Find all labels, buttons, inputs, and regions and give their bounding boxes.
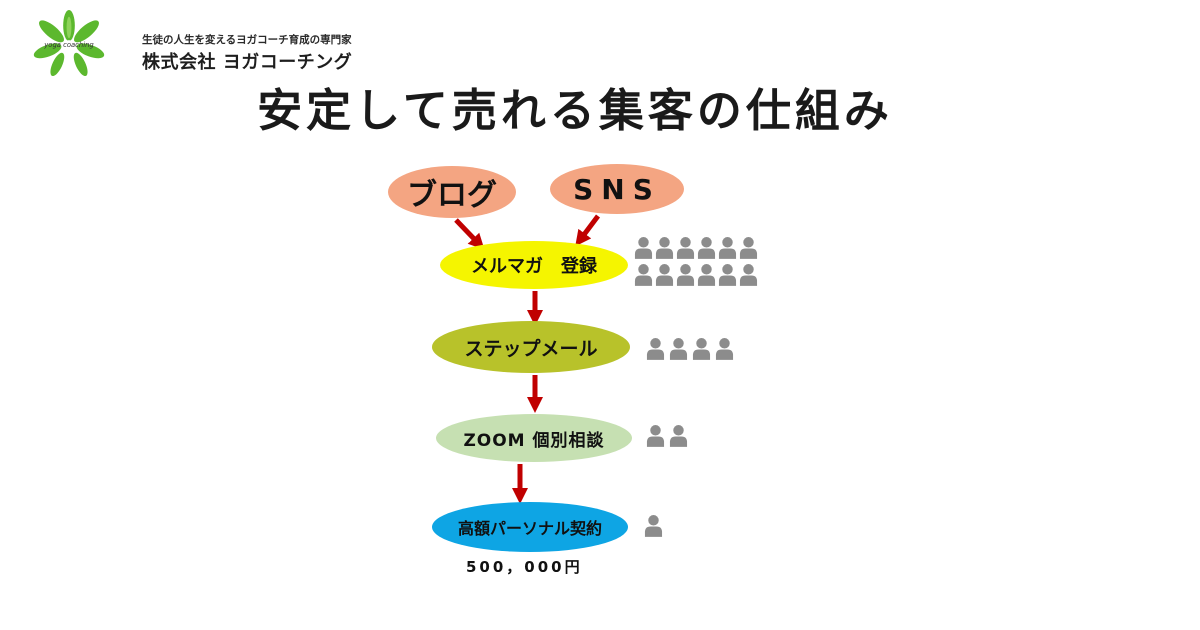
person-icon bbox=[634, 237, 653, 259]
step-mailmag-signup: メルマガ 登録 bbox=[440, 241, 628, 289]
step-personal-contract: 高額パーソナル契約 bbox=[432, 502, 628, 552]
person-icon bbox=[697, 264, 716, 286]
company-tagline: 生徒の人生を変えるヨガコーチ育成の専門家 bbox=[142, 34, 352, 46]
leaf-logo-icon: yoga coaching bbox=[33, 10, 105, 77]
person-icon bbox=[718, 237, 737, 259]
source-sns: SNS bbox=[550, 164, 684, 214]
arrow-sns-to-mail bbox=[575, 214, 600, 247]
person-icon bbox=[646, 425, 665, 447]
person-icon bbox=[739, 264, 758, 286]
svg-text:yoga coaching: yoga coaching bbox=[43, 41, 94, 49]
source-blog: ブログ bbox=[388, 166, 516, 218]
step-step-mail: ステップメール bbox=[432, 321, 630, 373]
person-icon bbox=[655, 237, 674, 259]
person-icon bbox=[697, 237, 716, 259]
person-icon bbox=[739, 237, 758, 259]
people-group-mailmag bbox=[634, 236, 758, 286]
person-icon bbox=[715, 338, 734, 360]
person-icon bbox=[718, 264, 737, 286]
people-group-contract bbox=[644, 514, 665, 537]
person-icon bbox=[676, 237, 695, 259]
person-icon bbox=[634, 264, 653, 286]
people-group-step-mail bbox=[646, 337, 736, 360]
company-logo: yoga coaching 生徒の人生を変えるヨガコーチ育成の専門家 株式会社 … bbox=[30, 10, 370, 80]
step-zoom-consultation: ZOOM 個別相談 bbox=[436, 414, 632, 462]
company-name: 株式会社 ヨガコーチング bbox=[142, 52, 353, 73]
person-icon bbox=[676, 264, 695, 286]
person-icon bbox=[646, 338, 665, 360]
person-icon bbox=[669, 338, 688, 360]
people-group-zoom bbox=[646, 424, 690, 447]
arrow-blog-to-mail bbox=[454, 218, 485, 250]
person-icon bbox=[655, 264, 674, 286]
person-icon bbox=[669, 425, 688, 447]
person-icon bbox=[644, 515, 663, 537]
page-title: 安定して売れる集客の仕組み bbox=[257, 84, 893, 137]
person-icon bbox=[692, 338, 711, 360]
contract-price: 500，000円 bbox=[466, 558, 583, 576]
